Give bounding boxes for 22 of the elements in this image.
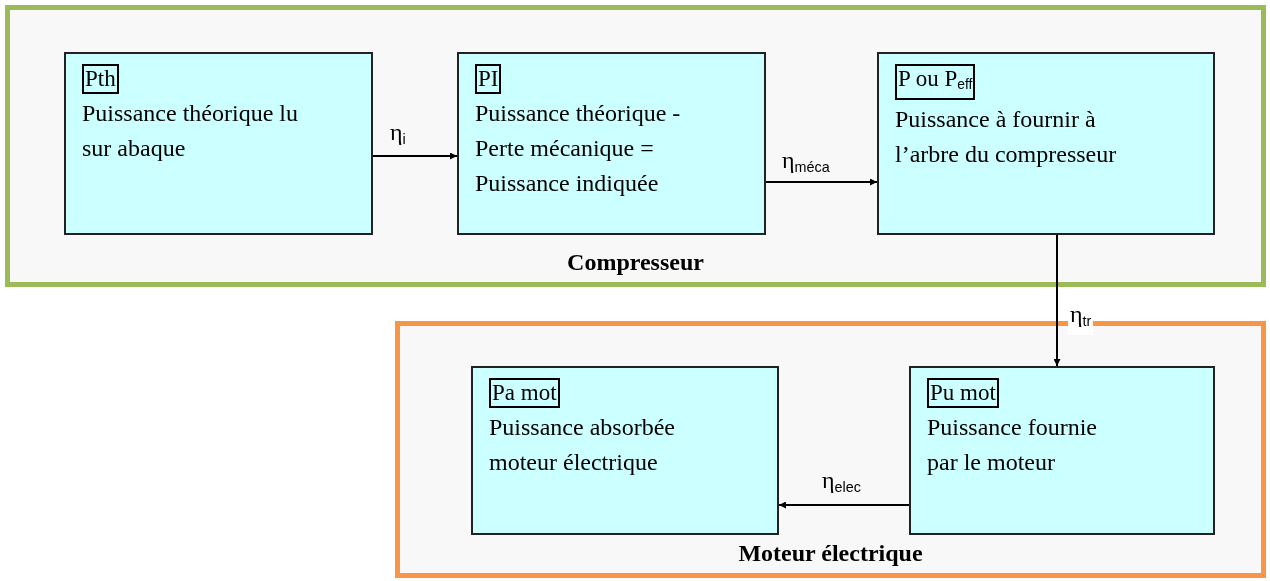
process-box: [471, 366, 779, 535]
group-title: Moteur électrique: [737, 540, 924, 567]
arrow: [372, 152, 458, 160]
group-frame: [5, 5, 1266, 287]
symbol-label: PI: [475, 64, 502, 94]
description-text: Puissance fournie par le moteur: [927, 413, 1098, 477]
process-box: [64, 52, 373, 235]
description-text: Puissance théorique - Perte mécanique = Puissance indiquée: [475, 99, 682, 198]
description-text: Puissance absorbée moteur électrique: [489, 413, 676, 477]
description-text: Puissance à fournir à l’arbre du compresseur: [895, 105, 1118, 170]
arrow: [778, 501, 910, 509]
arrow: [1053, 234, 1061, 367]
symbol-label: Pa mot: [489, 378, 560, 408]
description-text: Puissance théorique lu sur abaque: [82, 99, 299, 163]
arrow: [765, 178, 878, 186]
process-box: [457, 52, 766, 235]
symbol-label: Pu mot: [927, 378, 999, 408]
process-box: [877, 52, 1215, 235]
symbol-label: Pth: [82, 64, 119, 94]
symbol-label: P ou P$_{eff}$: [895, 64, 976, 101]
group-title: Compresseur: [566, 249, 705, 276]
process-box: [909, 366, 1215, 535]
